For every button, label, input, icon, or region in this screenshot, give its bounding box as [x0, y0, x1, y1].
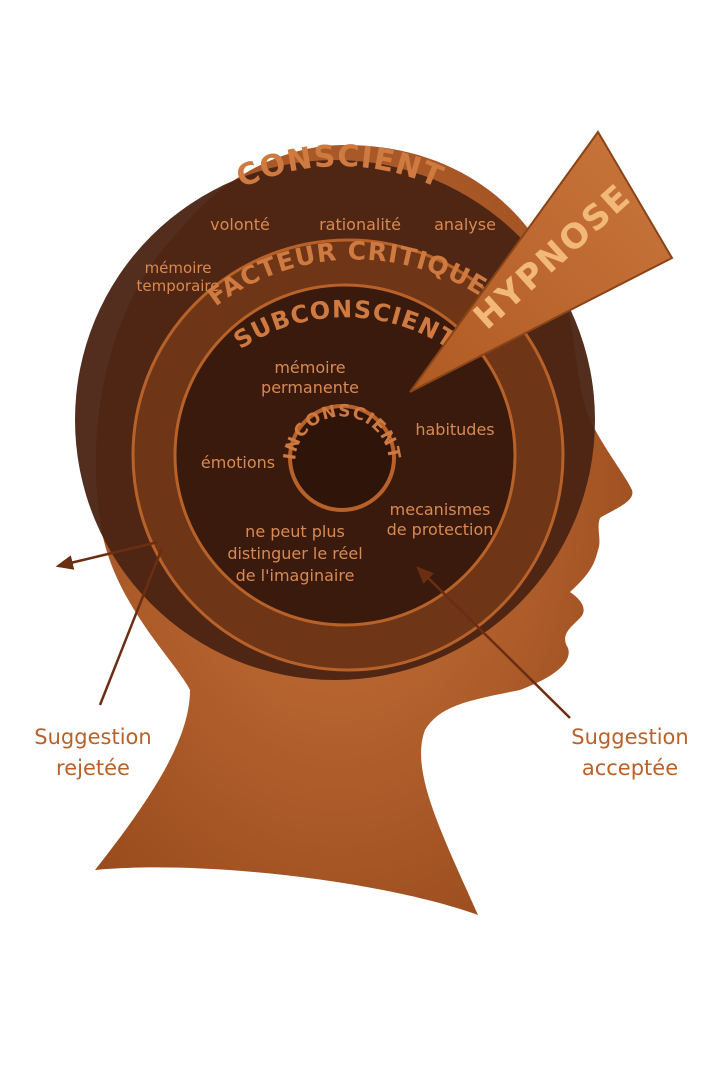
rejected-arrow-line: [98, 547, 164, 706]
conscient-item-temporaire: temporaire: [136, 277, 219, 295]
sub-item-permanente: permanente: [261, 378, 359, 397]
rejected-arrow-out: [55, 540, 159, 570]
conscient-item-volonte: volonté: [210, 215, 270, 234]
conscient-item-memoire: mémoire: [145, 259, 212, 277]
sub-item-emotions: émotions: [201, 453, 275, 472]
inconscient-circle: [288, 404, 396, 512]
sub-item-habitudes: habitudes: [415, 420, 494, 439]
sub-item-imaginaire: de l'imaginaire: [236, 566, 355, 585]
accepted-arrow: [416, 566, 571, 719]
hypnose-beam: [409, 130, 674, 393]
sub-item-mecanismes: mecanismes: [390, 500, 491, 519]
sub-item-protection: de protection: [387, 520, 494, 539]
suggestion-accepted-label: Suggestion acceptée: [555, 722, 705, 784]
sub-item-ne-peut-plus: ne peut plus: [245, 522, 345, 541]
conscient-item-rationalite: rationalité: [319, 215, 401, 234]
sub-item-distinguer: distinguer le réel: [227, 544, 362, 563]
conscient-item-analyse: analyse: [434, 215, 496, 234]
rejected-line-1: Suggestion: [34, 725, 152, 749]
suggestion-rejected-label: Suggestion rejetée: [18, 722, 168, 784]
accepted-line-1: Suggestion: [571, 725, 689, 749]
sub-item-memoire: mémoire: [274, 358, 345, 377]
rejected-line-2: rejetée: [56, 756, 130, 780]
accepted-line-2: acceptée: [581, 756, 679, 780]
